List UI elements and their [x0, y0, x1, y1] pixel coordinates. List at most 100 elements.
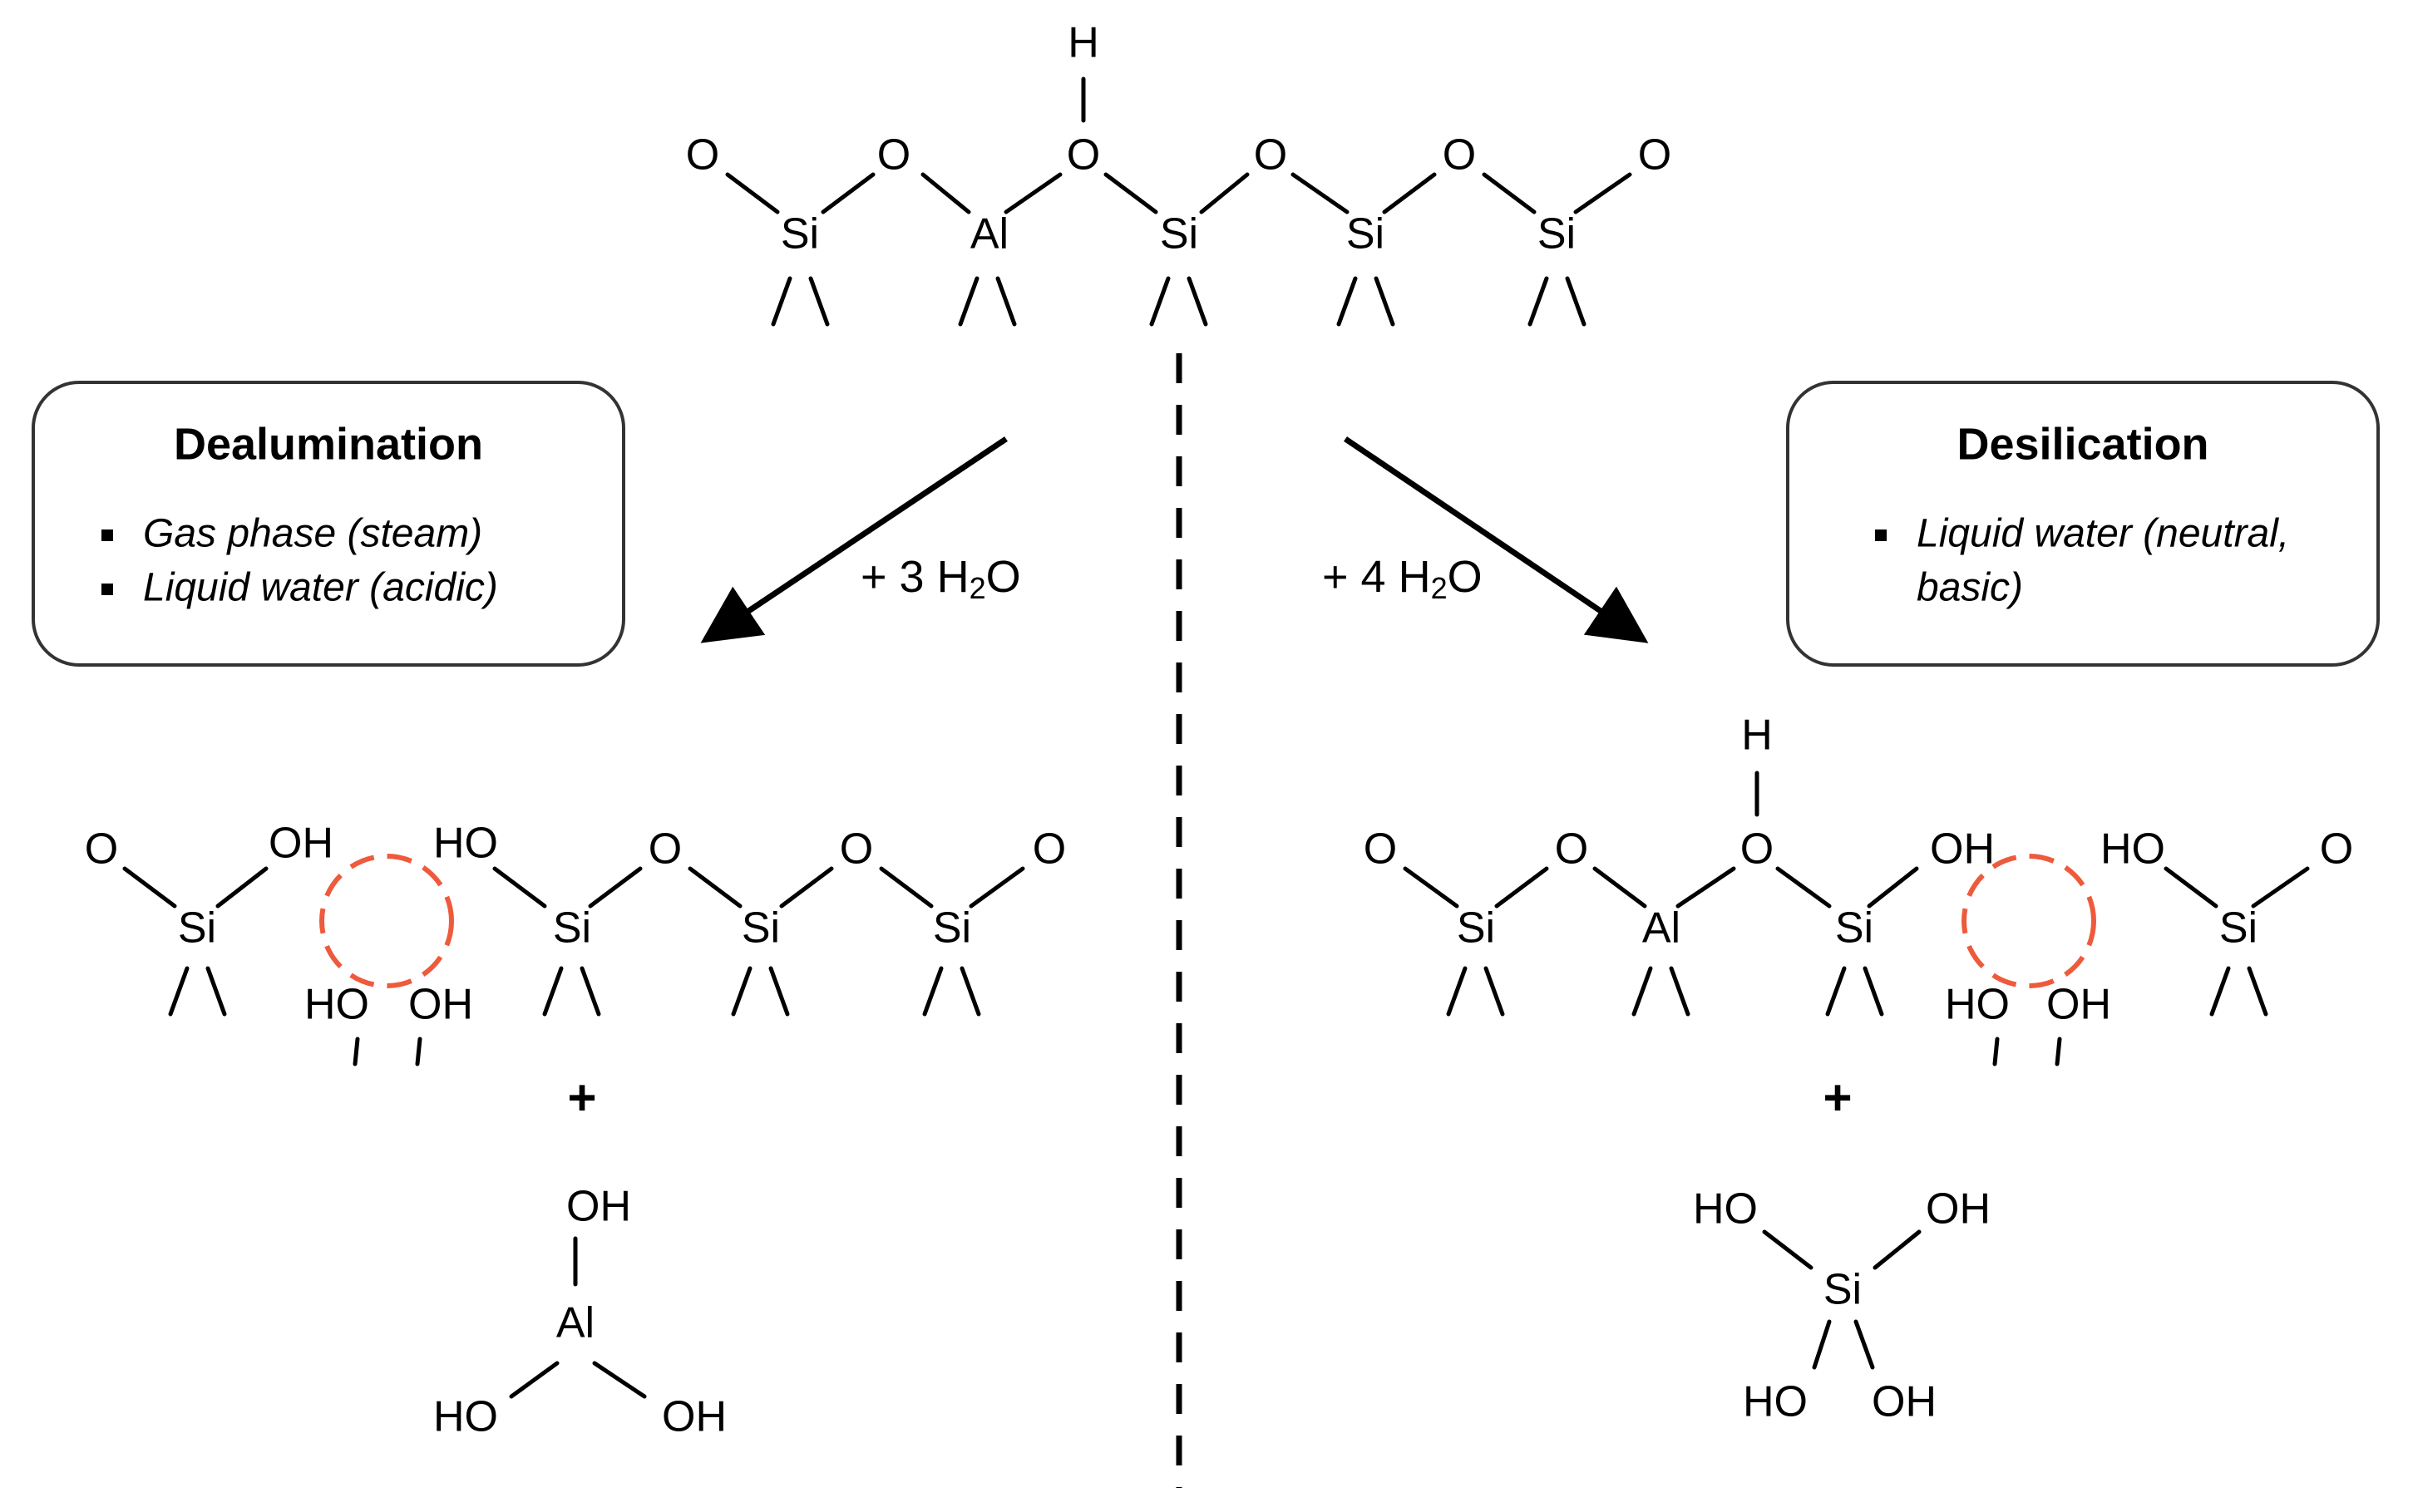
oxygen-atom: O: [649, 825, 682, 874]
bond: [768, 966, 790, 1017]
hydroxyl-group: HO: [2100, 825, 2165, 874]
silicon-atom: Si: [2219, 904, 2258, 953]
box-frame: [1786, 381, 2380, 667]
dealumination-arrow: [700, 436, 1008, 643]
silicon-atom: Si: [1457, 904, 1495, 953]
hydroxyl-group: OH: [1872, 1378, 1937, 1426]
bond: [2251, 866, 2310, 909]
box-item: Gas phase (steam): [143, 512, 482, 556]
bond: [2164, 866, 2218, 909]
aluminum-atom: Al: [970, 210, 1009, 259]
hydroxyl-group: HO: [433, 820, 498, 868]
hydroxyl-group: OH: [566, 1183, 631, 1231]
hydrogen-atom: H: [1741, 712, 1773, 760]
bond: [509, 1361, 560, 1399]
bond: [1863, 966, 1884, 1017]
oxygen-atom: O: [1740, 825, 1774, 874]
bond: [1382, 172, 1437, 214]
bond: [1103, 172, 1158, 214]
vacancy-circle-icon: [319, 854, 454, 988]
oxygen-atom: O: [1254, 131, 1287, 180]
oxygen-atom: O: [877, 131, 910, 180]
oxygen-atom: O: [1033, 825, 1066, 874]
bond: [1992, 1037, 2000, 1066]
hydroxyl-group: HO: [1693, 1185, 1758, 1234]
bond: [1873, 1229, 1922, 1270]
oxygen-atom: O: [840, 825, 873, 874]
silicon-atom: Si: [781, 210, 819, 259]
box-item: Liquid water (neutral,: [1917, 512, 2289, 556]
oxygen-atom: O: [1638, 131, 1671, 180]
box-title: Dealumination: [174, 419, 483, 469]
bond: [1199, 172, 1250, 214]
hydroxyl-group: OH: [408, 981, 473, 1029]
silicon-atom: Si: [553, 904, 591, 953]
box-title: Desilication: [1957, 419, 2208, 469]
water-prefix: + 3 H: [861, 552, 970, 602]
oxygen-atom: O: [1364, 825, 1397, 874]
dealumination-water-label: + 3 H2O: [861, 552, 1021, 604]
oxygen-atom: O: [85, 825, 118, 874]
bullet-icon: [101, 584, 113, 595]
silicon-atom: Si: [933, 904, 971, 953]
vacancy-circle-icon: [1961, 854, 2096, 988]
bond: [1853, 1319, 1875, 1370]
bond: [1762, 1229, 1813, 1270]
bond: [1675, 866, 1736, 909]
box-item: Liquid water (acidic): [143, 566, 498, 610]
hydroxyl-group: OH: [2046, 981, 2111, 1029]
hydroxyl-group: HO: [1743, 1378, 1808, 1426]
silicon-atom: Si: [1537, 210, 1576, 259]
hydroxyl-group: OH: [662, 1393, 727, 1441]
water-suffix: O: [1448, 552, 1483, 602]
silicon-atom: Si: [1346, 210, 1384, 259]
bond: [2055, 1037, 2062, 1066]
bond: [1149, 276, 1171, 327]
bond: [353, 1037, 360, 1066]
silicon-atom: Si: [1823, 1266, 1862, 1314]
oxygen-atom: O: [1067, 131, 1100, 180]
aluminum-atom: Al: [1642, 904, 1680, 953]
bond: [771, 276, 792, 327]
desilication-arrow: [1344, 436, 1649, 643]
hydrogen-atom: H: [1068, 19, 1099, 67]
dealuminated-framework: O Si OH HO Si O Si O Si O HO OH +: [85, 820, 1066, 1125]
desilicated-framework: O Si O Al H O Si OH HO Si O HO OH +: [1364, 712, 2353, 1125]
silicon-atom: Si: [742, 904, 780, 953]
bond: [542, 966, 564, 1017]
bond: [1483, 966, 1505, 1017]
bond: [580, 966, 601, 1017]
silicon-atom: Si: [178, 904, 216, 953]
hydroxyl-group: HO: [433, 1393, 498, 1441]
bond: [205, 966, 227, 1017]
bond: [1825, 966, 1847, 1017]
bond: [821, 172, 876, 214]
bond: [168, 966, 190, 1017]
bond: [1290, 172, 1350, 214]
bond: [1336, 276, 1358, 327]
bond: [808, 276, 830, 327]
silicon-atom: Si: [1835, 904, 1873, 953]
bond: [1446, 966, 1468, 1017]
bond: [2247, 966, 2268, 1017]
bond: [1565, 276, 1586, 327]
aluminum-hydroxide-molecule: OH Al HO OH: [433, 1183, 727, 1441]
bond: [920, 172, 971, 214]
bond: [995, 276, 1017, 327]
bond: [922, 966, 944, 1017]
bond: [1403, 866, 1459, 909]
water-subscript: 2: [970, 571, 986, 605]
bond: [731, 966, 753, 1017]
bond: [1527, 276, 1549, 327]
bond: [592, 1361, 647, 1399]
bond: [1374, 276, 1395, 327]
bond: [1631, 966, 1653, 1017]
oxygen-atom: O: [686, 131, 719, 180]
bond: [725, 172, 780, 214]
desilication-water-label: + 4 H2O: [1322, 552, 1483, 604]
bond: [122, 866, 177, 909]
hydroxyl-group: OH: [269, 820, 333, 868]
bond: [1187, 276, 1208, 327]
bond: [1669, 966, 1690, 1017]
